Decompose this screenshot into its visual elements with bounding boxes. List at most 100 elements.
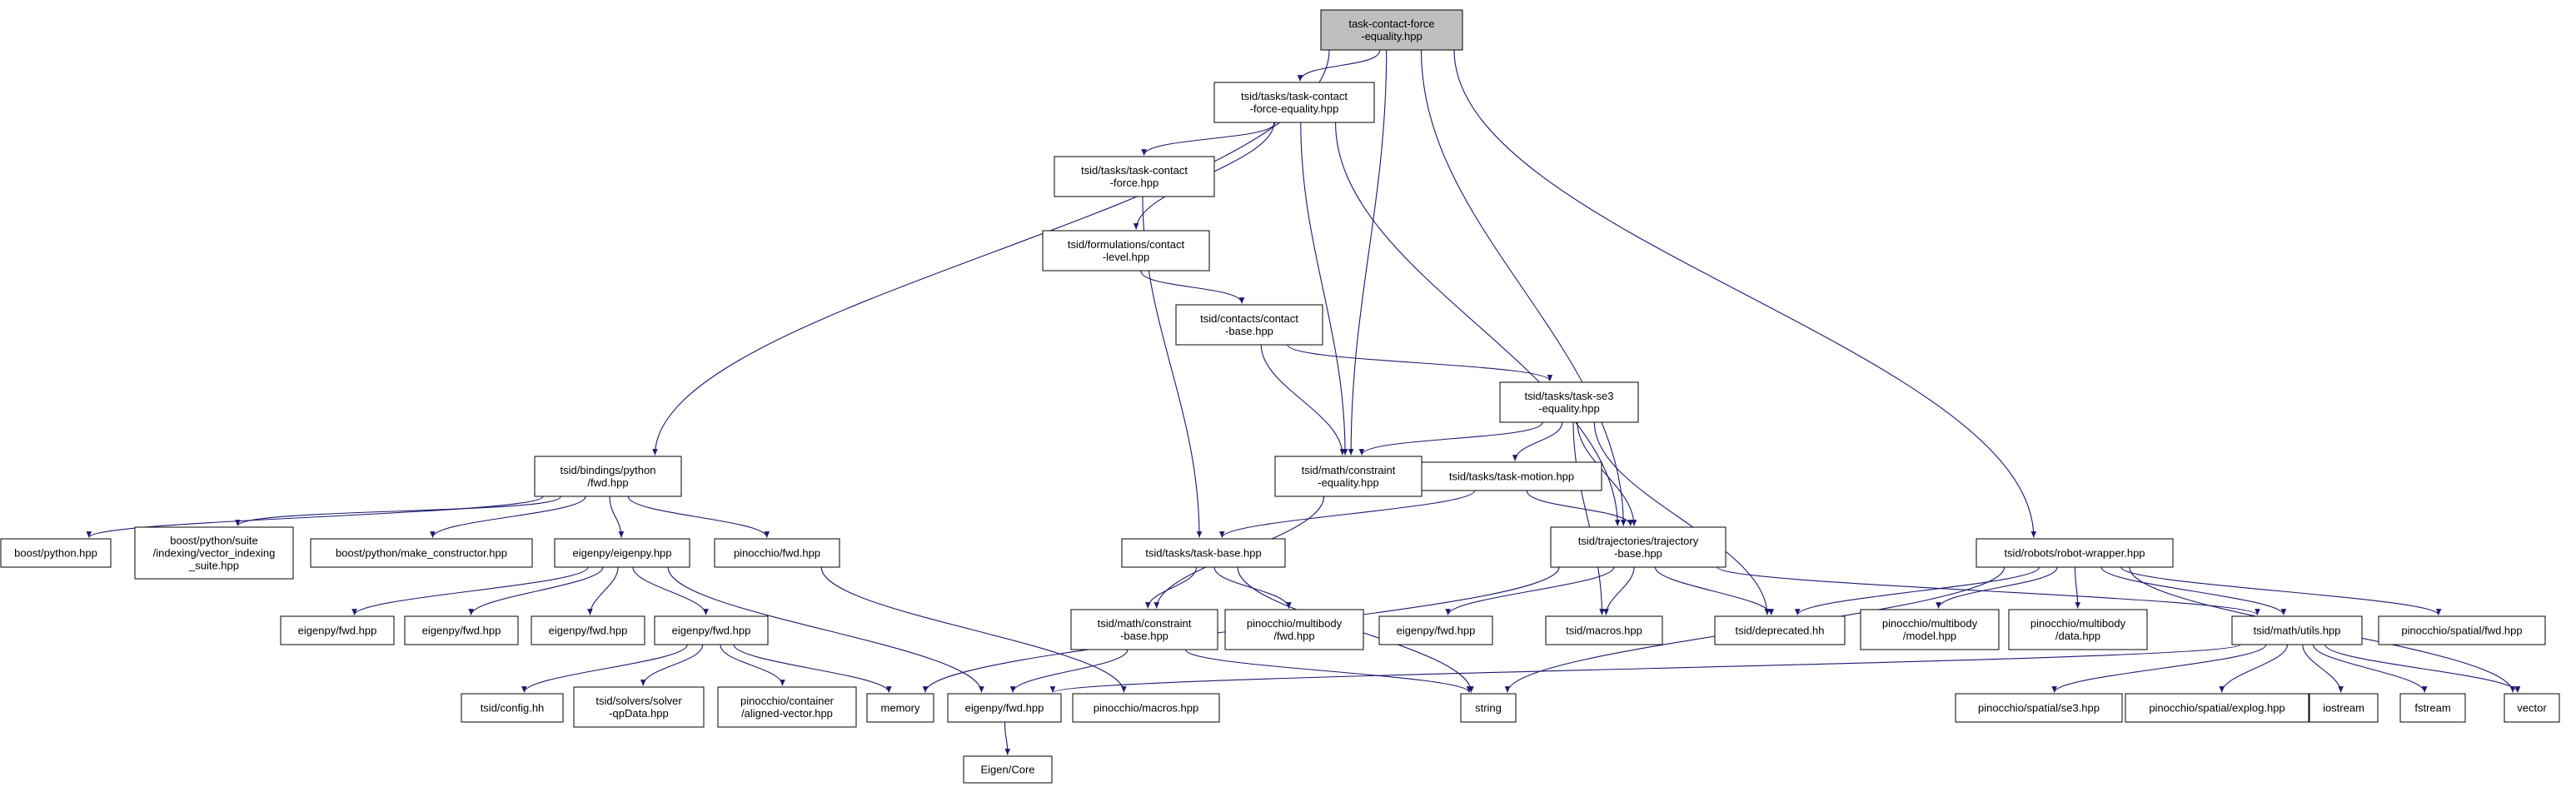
graph-node-label: tsid/tasks/task-contact-force.hpp xyxy=(1081,164,1188,189)
include-edge-contact_level-to-contact_base xyxy=(1140,270,1245,304)
include-edge-rw-to-pmd xyxy=(2074,566,2081,609)
graph-node-contact_base[interactable]: tsid/contacts/contact-base.hpp xyxy=(1175,304,1323,346)
graph-node-label: tsid/contacts/contact-base.hpp xyxy=(1200,312,1298,337)
include-edge-pf-to-pmac xyxy=(820,566,1127,693)
include-edge-py_fwd-to-pf xyxy=(627,496,770,538)
graph-node-label: string xyxy=(1475,702,1502,715)
graph-node-label: eigenpy/fwd.hpp xyxy=(1397,625,1476,637)
graph-node-ef1: eigenpy/fwd.hpp xyxy=(280,615,395,645)
graph-node-tct_f[interactable]: tsid/tasks/task-contact-force.hpp xyxy=(1054,156,1215,197)
graph-node-main: task-contact-force-equality.hpp xyxy=(1320,9,1463,51)
include-edge-py_fwd-to-ee xyxy=(609,496,625,538)
graph-node-ee: eigenpy/eigenpy.hpp xyxy=(554,538,690,568)
graph-node-traj[interactable]: tsid/trajectories/trajectory-base.hpp xyxy=(1550,526,1726,568)
graph-node-pmm: pinocchio/multibody/model.hpp xyxy=(1860,609,2000,650)
include-edge-contact_base-to-ce xyxy=(1260,344,1346,456)
graph-node-label: tsid/macros.hpp xyxy=(1566,625,1642,637)
graph-node-tm[interactable]: tsid/tasks/task-motion.hpp xyxy=(1421,461,1602,491)
include-edge-rw-to-pmm xyxy=(1936,566,2058,609)
graph-node-label: tsid/deprecated.hh xyxy=(1736,625,1825,637)
graph-node-label: tsid/trajectories/trajectory-base.hpp xyxy=(1578,535,1699,560)
include-edge-traj-to-depr xyxy=(1654,566,1775,615)
graph-node-ef4: eigenpy/fwd.hpp xyxy=(654,615,769,645)
graph-node-cb[interactable]: tsid/math/constraint-base.hpp xyxy=(1070,609,1218,650)
graph-node-se3h: pinocchio/spatial/se3.hpp xyxy=(1955,693,2123,723)
graph-node-ce[interactable]: tsid/math/constraint-equality.hpp xyxy=(1274,456,1423,497)
graph-node-config[interactable]: tsid/config.hh xyxy=(461,693,564,723)
graph-node-memory: memory xyxy=(866,693,934,723)
include-edge-tct_fe-to-ce xyxy=(1300,122,1348,456)
include-edge-main-to-tct_fe xyxy=(1297,49,1381,82)
graph-node-label: pinocchio/spatial/explog.hpp xyxy=(2149,702,2285,715)
graph-node-mu[interactable]: tsid/math/utils.hpp xyxy=(2231,615,2363,645)
graph-node-contact_level[interactable]: tsid/formulations/contact-level.hpp xyxy=(1042,230,1210,271)
graph-node-label: tsid/formulations/contact-level.hpp xyxy=(1068,238,1185,263)
include-edge-ee-to-ef3 xyxy=(587,566,619,615)
graph-node-label: tsid/tasks/task-contact-force-equality.h… xyxy=(1241,90,1348,115)
graph-node-label: pinocchio/fwd.hpp xyxy=(734,547,820,560)
include-edge-ee-to-ef4 xyxy=(632,566,709,615)
include-edge-ef4-to-qp xyxy=(640,644,704,686)
graph-node-psf: pinocchio/spatial/fwd.hpp xyxy=(2378,615,2546,645)
graph-node-label: tsid/robots/robot-wrapper.hpp xyxy=(2004,547,2145,560)
graph-node-label: boost/python/make_constructor.hpp xyxy=(336,547,507,560)
graph-node-label: tsid/math/constraint-equality.hpp xyxy=(1302,464,1396,489)
graph-node-label: memory xyxy=(881,702,920,715)
graph-node-label: eigenpy/fwd.hpp xyxy=(298,625,377,637)
graph-node-label: tsid/math/constraint-base.hpp xyxy=(1098,617,1192,642)
graph-node-label: boost/python/suite/indexing/vector_index… xyxy=(153,535,276,572)
graph-node-depr[interactable]: tsid/deprecated.hh xyxy=(1714,615,1846,645)
include-edge-ef4-to-av xyxy=(720,644,785,686)
graph-node-vis: boost/python/suite/indexing/vector_index… xyxy=(134,526,294,580)
graph-node-mc: boost/python/make_constructor.hpp xyxy=(310,538,533,568)
graph-node-label: pinocchio/multibody/data.hpp xyxy=(2030,617,2126,642)
graph-node-label: boost/python.hpp xyxy=(14,547,97,560)
include-edge-main-to-ce xyxy=(1348,49,1388,456)
graph-node-rw[interactable]: tsid/robots/robot-wrapper.hpp xyxy=(1976,538,2174,568)
graph-node-label: pinocchio/spatial/se3.hpp xyxy=(1978,702,2100,715)
graph-node-label: eigenpy/fwd.hpp xyxy=(672,625,751,637)
graph-node-label: tsid/tasks/task-motion.hpp xyxy=(1449,471,1574,483)
graph-node-py_fwd[interactable]: tsid/bindings/python/fwd.hpp xyxy=(534,456,682,497)
graph-edges xyxy=(86,49,2521,755)
include-edge-main-to-traj xyxy=(1420,49,1627,526)
include-edge-cb-to-ef6 xyxy=(1009,649,1129,693)
include-edge-mu-to-se3h xyxy=(2051,644,2267,693)
graph-node-tct_fe[interactable]: tsid/tasks/task-contact-force-equality.h… xyxy=(1213,82,1375,123)
include-edge-contact_base-to-se3 xyxy=(1287,344,1553,381)
include-edge-se3-to-ce xyxy=(1358,421,1543,456)
graph-node-qp[interactable]: tsid/solvers/solver-qpData.hpp xyxy=(573,686,705,728)
graph-node-label: tsid/tasks/task-se3-equality.hpp xyxy=(1525,390,1614,415)
graph-node-str: string xyxy=(1460,693,1517,723)
include-edge-ef4-to-config xyxy=(521,644,688,693)
include-edge-rw-to-mu xyxy=(2100,566,2287,615)
graph-node-pmac: pinocchio/macros.hpp xyxy=(1072,693,1220,723)
graph-nodes: task-contact-force-equality.hpp tsid/task… xyxy=(0,9,2560,784)
include-edge-tb-to-pmf xyxy=(1213,566,1292,609)
include-edge-se3-to-traj xyxy=(1577,421,1637,526)
graph-node-se3[interactable]: tsid/tasks/task-se3-equality.hpp xyxy=(1499,381,1639,423)
include-edge-tm-to-traj xyxy=(1526,490,1634,526)
graph-node-label: eigenpy/fwd.hpp xyxy=(422,625,501,637)
include-edge-ee-to-ef6 xyxy=(667,566,984,693)
graph-node-label: tsid/solvers/solver-qpData.hpp xyxy=(595,695,682,720)
graph-node-vec: vector xyxy=(2504,693,2560,723)
graph-node-ef3: eigenpy/fwd.hpp xyxy=(531,615,645,645)
include-edge-rw-to-psf xyxy=(2120,566,2442,615)
include-edge-ee-to-ef2 xyxy=(468,566,604,615)
include-edge-se3-to-depr xyxy=(1593,421,1771,615)
graph-node-label: pinocchio/spatial/fwd.hpp xyxy=(2401,625,2522,637)
graph-node-tb[interactable]: tsid/tasks/task-base.hpp xyxy=(1121,538,1286,568)
graph-node-fs: fstream xyxy=(2399,693,2466,723)
graph-node-label: vector xyxy=(2517,702,2547,715)
graph-node-label: tsid/bindings/python/fwd.hpp xyxy=(561,464,656,489)
graph-node-label: task-contact-force-equality.hpp xyxy=(1348,17,1434,42)
include-edge-ef6-to-eigen xyxy=(1004,721,1011,755)
include-edge-py_fwd-to-bp xyxy=(86,496,544,538)
include-edge-traj-to-ef5 xyxy=(1445,566,1615,615)
graph-node-ef6: eigenpy/fwd.hpp xyxy=(947,693,1062,723)
graph-node-label: eigenpy/eigenpy.hpp xyxy=(572,547,671,560)
graph-node-eigen: Eigen/Core xyxy=(963,755,1053,784)
graph-node-macros[interactable]: tsid/macros.hpp xyxy=(1545,615,1663,645)
